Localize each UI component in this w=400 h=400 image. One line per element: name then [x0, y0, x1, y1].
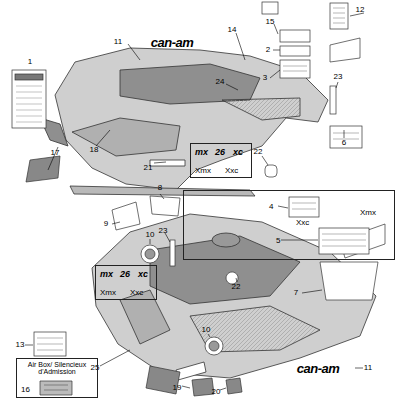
variant-mark: mx	[100, 270, 113, 279]
callout-number: 9	[104, 220, 108, 228]
callout-number: 7	[294, 289, 298, 297]
callout-number: 2	[266, 46, 270, 54]
decal-text: Xxc	[225, 167, 238, 175]
decal-4-5	[289, 197, 369, 254]
callout-number: 18	[90, 146, 99, 154]
decal-text: Xmx	[195, 167, 211, 175]
panel-title: Air Box/ Silencieux d'Admission	[19, 361, 95, 376]
brand-logo: can-am	[151, 36, 194, 49]
air-box-panel: Air Box/ Silencieux d'Admission 16	[16, 358, 98, 398]
callout-number: 8	[158, 184, 162, 192]
callout-number: 17	[51, 149, 60, 157]
callout-number: 6	[342, 139, 346, 147]
leader-lines	[25, 194, 363, 390]
variant-mark: mx	[195, 148, 208, 157]
lower-decals	[34, 196, 385, 396]
callout-number: 11	[114, 38, 122, 46]
callout-number: 12	[356, 6, 365, 14]
callout-number: 24	[216, 78, 225, 86]
callout-number: 13	[16, 341, 25, 349]
callout-number: 22	[232, 283, 241, 291]
decal-text: Xxc	[130, 289, 143, 297]
decal-text: Xmx	[100, 289, 116, 297]
decal-text: 4	[269, 203, 273, 211]
decal-variant-box: mx 26 xcXmx Xxc	[95, 265, 157, 300]
callout-number: 3	[263, 74, 267, 82]
callout-number: 23	[334, 73, 343, 81]
leader-lines	[48, 13, 364, 170]
callout-number: 10	[202, 326, 211, 334]
variant-mark: xc	[138, 270, 148, 279]
variant-mark: 26	[120, 270, 130, 279]
decal-text: Xmx	[360, 209, 376, 217]
callout-number: 15	[266, 18, 275, 26]
callout-number: 20	[212, 388, 221, 396]
callout-number: 19	[173, 384, 182, 392]
callout-number: 21	[144, 164, 153, 172]
upper-body	[40, 48, 328, 196]
upper-decals	[12, 2, 362, 182]
callout-number: 14	[228, 26, 237, 34]
brand-logo: can-am	[297, 362, 340, 375]
decal-text: Xxc	[296, 219, 309, 227]
decal-text: 16	[21, 386, 30, 394]
callout-number: 10	[146, 231, 155, 239]
callout-number: 22	[254, 148, 263, 156]
callout-number: 11	[364, 364, 372, 372]
decal-variant-box: mx 26 xcXmx Xxc	[190, 143, 252, 178]
callout-number: 23	[159, 227, 168, 235]
variant-mark: xc	[233, 148, 243, 157]
callout-number: 25	[91, 364, 100, 372]
variant-mark: 26	[215, 148, 225, 157]
decal-group-frame: 4XmxXxc 5	[183, 190, 395, 260]
callout-number: 1	[28, 58, 32, 66]
decal-text: 5	[276, 237, 280, 245]
